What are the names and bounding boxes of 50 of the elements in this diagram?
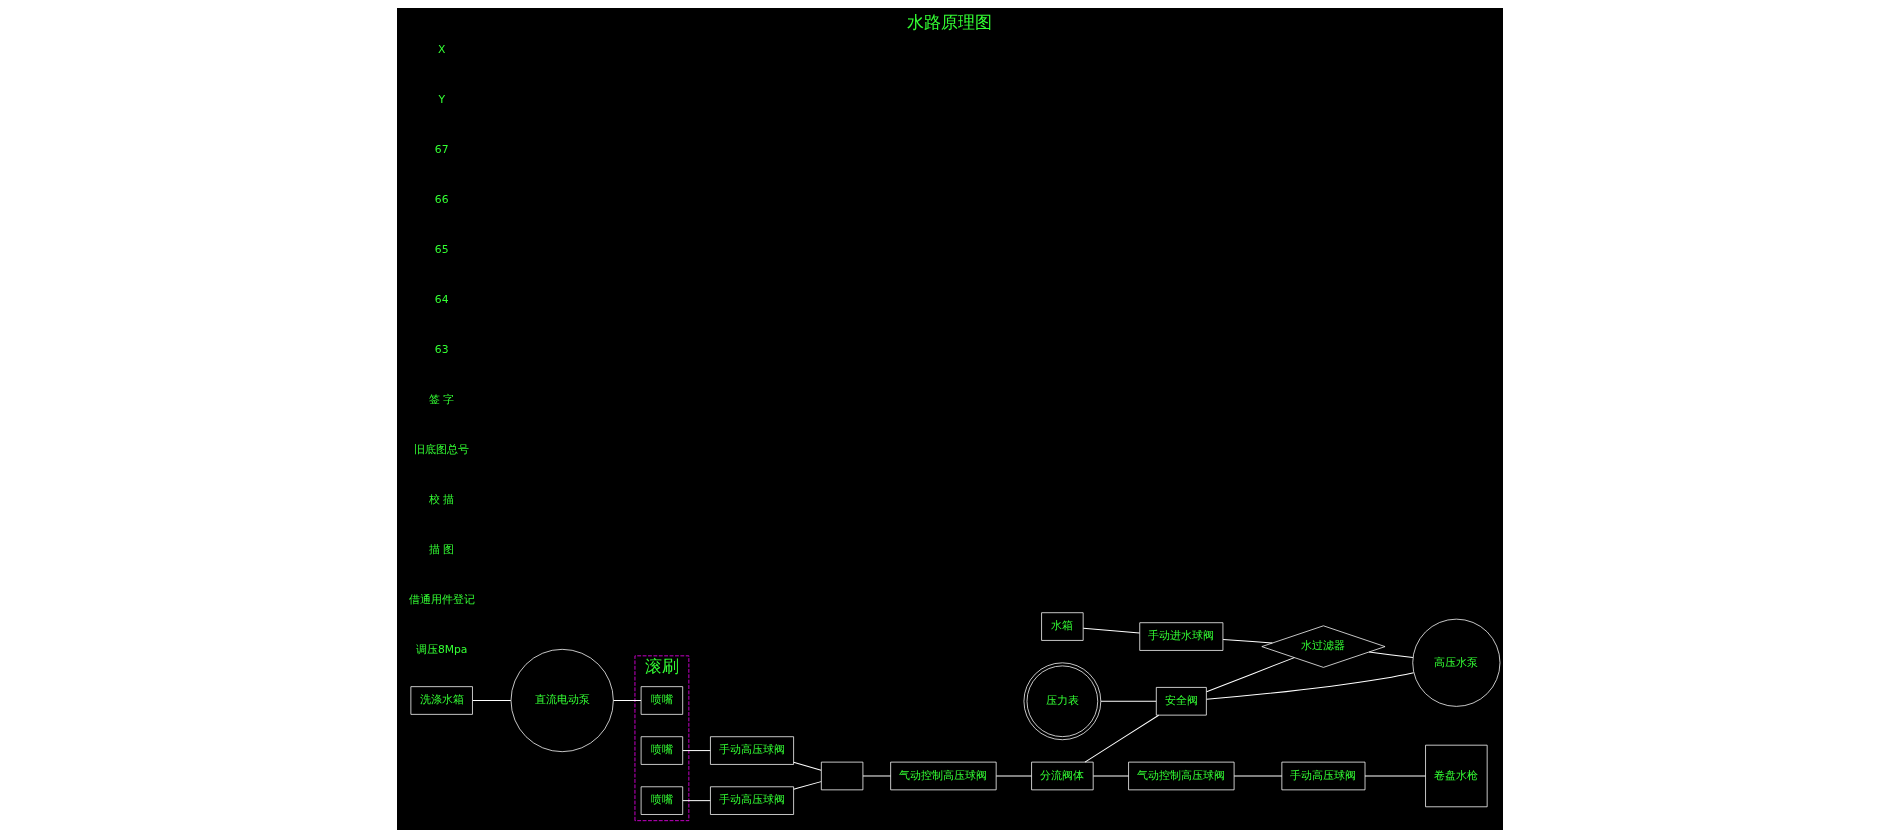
label: 66 — [434, 192, 449, 206]
node-box: 手动进水球阀 — [1139, 622, 1224, 651]
node-box: 喷嘴 — [640, 686, 684, 715]
label: 65 — [434, 242, 449, 256]
node-box: 手动高压球阀 — [1281, 761, 1366, 791]
label: 67 — [434, 142, 449, 156]
connector — [613, 700, 642, 701]
connector — [1364, 775, 1426, 777]
label: 调压8Mpa — [415, 643, 468, 657]
connector — [682, 800, 711, 802]
connector — [1084, 714, 1160, 763]
connector — [995, 775, 1032, 777]
node-box: 喷嘴 — [640, 786, 684, 815]
node-box: 手动高压球阀 — [710, 786, 794, 815]
label: Y — [438, 92, 445, 106]
connector — [682, 750, 711, 752]
label: 63 — [434, 342, 449, 356]
diagram-title: 水路原理图 — [907, 11, 993, 32]
connector — [1222, 639, 1273, 644]
connector — [1082, 627, 1140, 634]
connector — [1092, 775, 1130, 777]
label: 64 — [434, 292, 449, 306]
connector — [793, 761, 822, 771]
node-box: 分流阀体 — [1031, 761, 1094, 791]
connector — [472, 700, 512, 701]
node-box: 水箱 — [1041, 612, 1084, 641]
label: 描 图 — [428, 543, 455, 557]
connector — [1368, 651, 1414, 658]
label: 旧底图总号 — [414, 443, 470, 457]
connector — [862, 775, 891, 777]
node-box: 气动控制高压球阀 — [1128, 761, 1235, 791]
node-diamond: 水过滤器 — [1261, 625, 1386, 668]
node-box: 卷盘水枪 — [1425, 744, 1488, 808]
node-box: 气动控制高压球阀 — [890, 761, 997, 791]
node-box: 洗涤水箱 — [410, 686, 473, 715]
label: 校 描 — [428, 493, 455, 507]
node-box: 喷嘴 — [640, 736, 684, 765]
connector — [1206, 657, 1295, 693]
node-box: 手动高压球阀 — [710, 736, 794, 765]
label: 借通用件登记 — [408, 593, 475, 607]
label: 签 字 — [428, 392, 455, 406]
connector — [1206, 672, 1415, 700]
node-box — [820, 761, 864, 791]
node-circle: 直流电动泵 — [510, 648, 614, 753]
label: X — [437, 42, 446, 56]
node-box: 安全阀 — [1155, 687, 1207, 716]
connector — [793, 781, 822, 790]
connector — [1233, 775, 1283, 777]
connector — [1100, 700, 1157, 702]
node-circle: 高压水泵 — [1412, 618, 1501, 707]
